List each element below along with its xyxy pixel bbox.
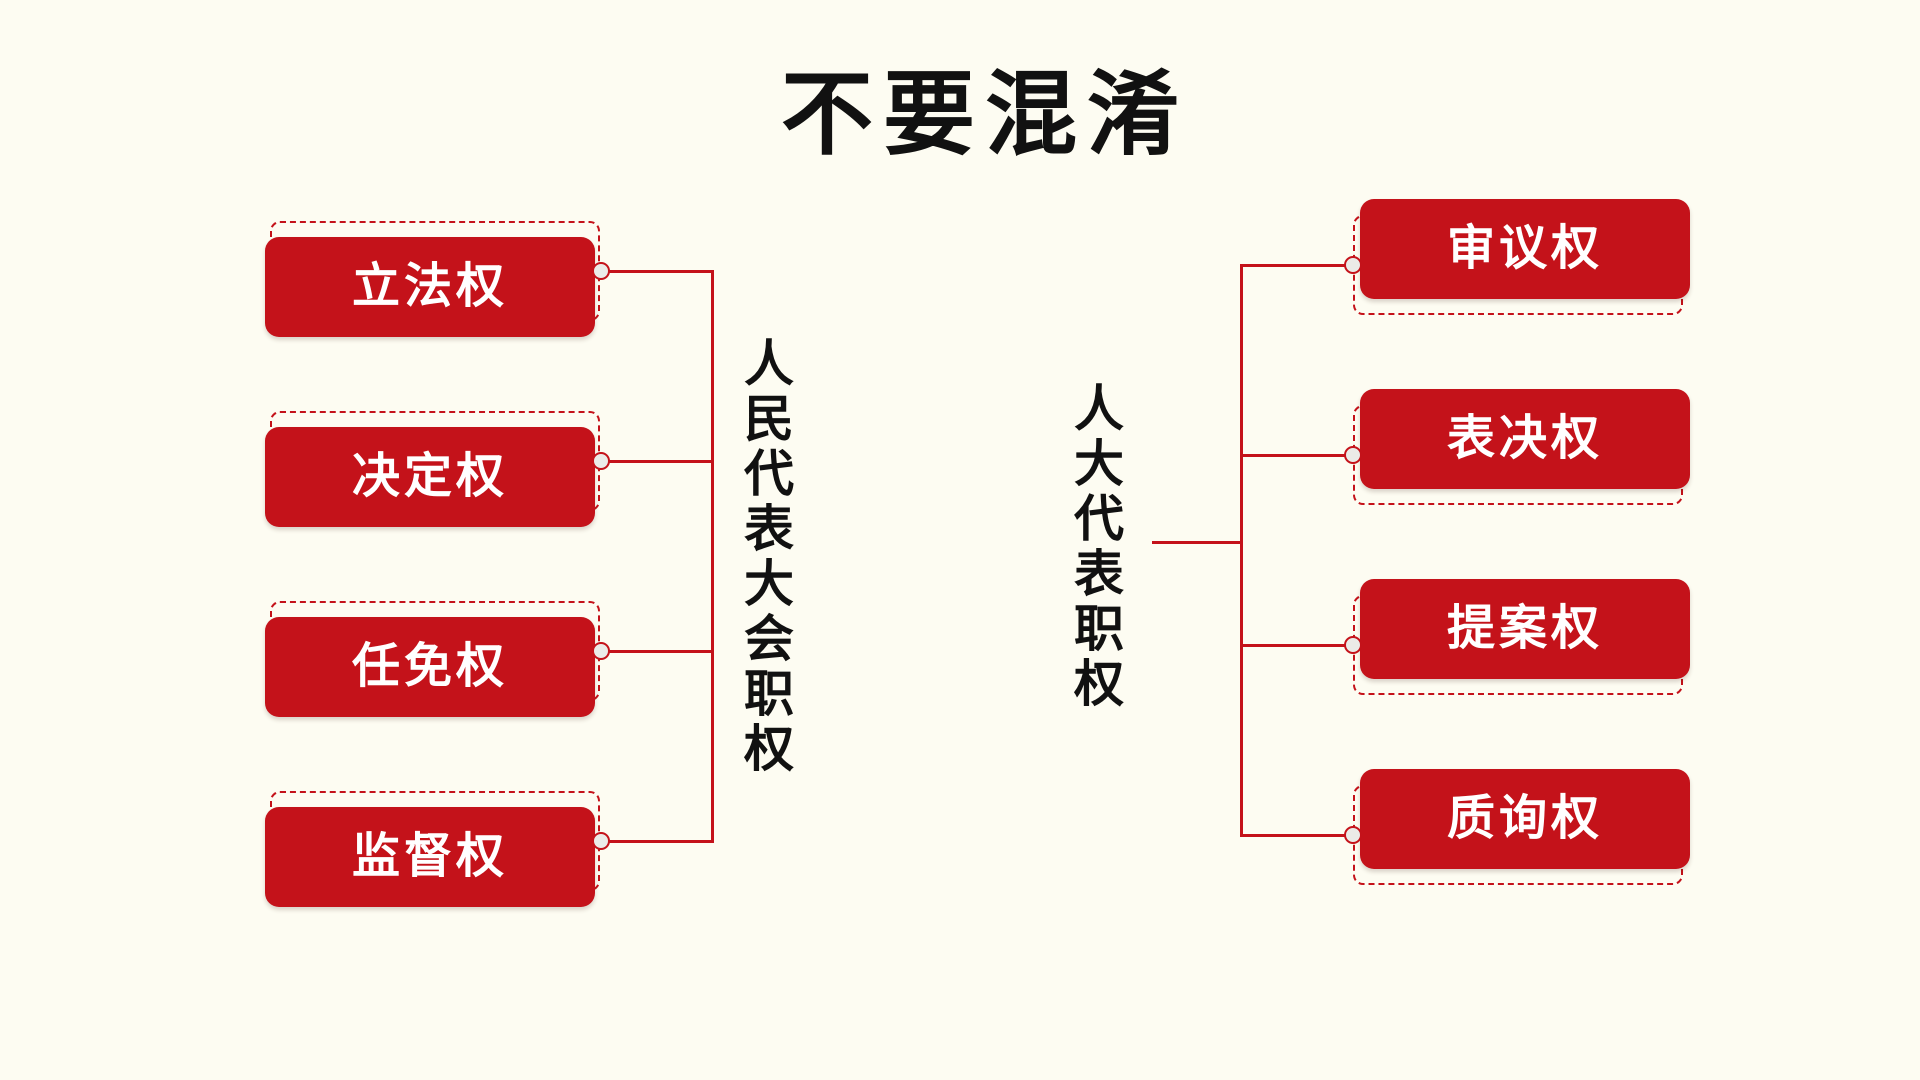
red-box: 表决权 — [1360, 389, 1690, 489]
box-label: 表决权 — [1446, 412, 1603, 465]
branch-line — [606, 650, 714, 653]
branch-line — [1240, 644, 1348, 647]
left-trunk-line — [711, 270, 714, 843]
red-box: 提案权 — [1360, 579, 1690, 679]
connector-node — [1344, 826, 1362, 844]
red-box: 立法权 — [265, 237, 595, 337]
red-box: 质询权 — [1360, 769, 1690, 869]
branch-line — [1240, 454, 1348, 457]
right-trunk-line — [1240, 264, 1243, 837]
connector-node — [592, 642, 610, 660]
proposal-power-box: 提案权 — [1344, 579, 1690, 695]
box-label: 监督权 — [351, 830, 508, 883]
voting-power-box: 表决权 — [1344, 389, 1690, 505]
box-label: 任免权 — [351, 640, 508, 693]
deliberation-power-box: 审议权 — [1344, 199, 1690, 315]
connector-node — [1344, 636, 1362, 654]
red-box: 任免权 — [265, 617, 595, 717]
red-box: 决定权 — [265, 427, 595, 527]
branch-line — [1240, 264, 1348, 267]
box-label: 质询权 — [1446, 792, 1603, 845]
box-label: 审议权 — [1446, 222, 1603, 275]
page-title: 不要混淆 — [780, 60, 1190, 168]
red-box: 审议权 — [1360, 199, 1690, 299]
supervision-power-box: 监督权 — [265, 791, 610, 907]
branch-line — [606, 460, 714, 463]
box-label: 立法权 — [351, 260, 508, 313]
left-group-label: 人民代表大会职权 — [737, 337, 793, 777]
label-connector-line — [1152, 541, 1243, 544]
connector-node — [1344, 446, 1362, 464]
branch-line — [1240, 834, 1348, 837]
box-label: 决定权 — [351, 450, 508, 503]
connector-node — [592, 452, 610, 470]
appointment-removal-power-box: 任免权 — [265, 601, 610, 717]
box-label: 提案权 — [1446, 602, 1603, 655]
decision-power-box: 决定权 — [265, 411, 610, 527]
connector-node — [592, 832, 610, 850]
connector-node — [1344, 256, 1362, 274]
right-group-label: 人大代表职权 — [1067, 382, 1123, 712]
red-box: 监督权 — [265, 807, 595, 907]
branch-line — [606, 840, 714, 843]
legislative-power-box: 立法权 — [265, 221, 610, 337]
connector-node — [592, 262, 610, 280]
branch-line — [606, 270, 714, 273]
inquiry-power-box: 质询权 — [1344, 769, 1690, 885]
